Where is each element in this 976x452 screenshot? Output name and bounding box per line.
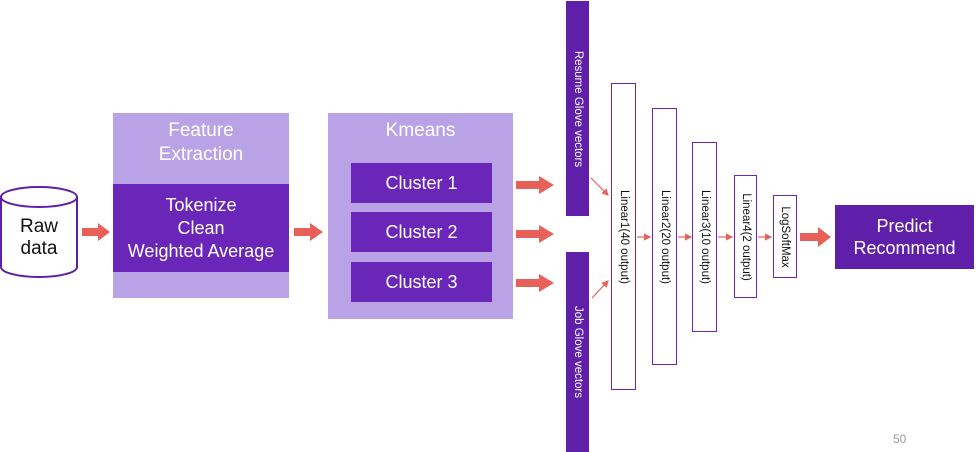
arrow-to-predict xyxy=(800,227,831,247)
raw-data-label: Raw data xyxy=(0,216,78,260)
feature-extraction-title: Feature Extraction xyxy=(113,119,289,167)
layer-logsoftmax-label: LogSoftMax xyxy=(779,205,791,268)
layer-linear3: Linear3(10 output) xyxy=(692,142,717,332)
predict-label: Predict xyxy=(876,216,933,236)
arrow-job-to-linear1 xyxy=(591,280,609,299)
feature-steps-box: Tokenize Clean Weighted Average xyxy=(113,184,289,272)
step-clean: Clean xyxy=(177,217,225,238)
raw-data-line1: Raw xyxy=(19,216,58,237)
feature-extraction-title-line1: Feature xyxy=(168,120,234,141)
layer-linear4: Linear4(2 output) xyxy=(734,175,757,298)
feature-extraction-box: Feature Extraction Tokenize Clean Weight… xyxy=(113,113,289,298)
cluster-2: Cluster 2 xyxy=(351,212,492,252)
arrow-feature-to-kmeans xyxy=(294,223,323,241)
layer-linear2-label: Linear2(20 output) xyxy=(658,189,671,284)
resume-glove-vectors-bar: Resume Glove vectors xyxy=(566,1,589,216)
page-number: 50 xyxy=(893,432,907,446)
step-weighted-average: Weighted Average xyxy=(127,240,275,261)
kmeans-box: Kmeans Cluster 1 Cluster 2 Cluster 3 xyxy=(328,113,513,319)
kmeans-title: Kmeans xyxy=(385,120,456,141)
arrow-cluster1 xyxy=(516,176,554,194)
predict-recommend-box: Predict Recommend xyxy=(835,205,974,269)
resume-glove-vectors-label: Resume Glove vectors xyxy=(571,50,584,167)
raw-data-cylinder: Raw data xyxy=(0,186,78,278)
arrow-raw-to-feature xyxy=(82,223,110,241)
arrow-cluster3 xyxy=(516,274,554,292)
layer-linear1: Linear1(40 output) xyxy=(611,83,636,390)
step-tokenize: Tokenize xyxy=(165,194,237,215)
cluster-3: Cluster 3 xyxy=(351,262,492,302)
cluster-1: Cluster 1 xyxy=(351,163,492,203)
database-icon xyxy=(0,186,78,278)
job-glove-vectors-bar: Job Glove vectors xyxy=(566,252,589,452)
job-glove-vectors-label: Job Glove vectors xyxy=(571,305,584,399)
layer-linear4-label: Linear4(2 output) xyxy=(739,192,752,281)
raw-data-line2: data xyxy=(20,238,58,259)
feature-extraction-title-line2: Extraction xyxy=(158,144,244,165)
arrow-cluster2 xyxy=(516,225,554,243)
arrow-resume-to-linear1 xyxy=(590,177,609,196)
recommend-label: Recommend xyxy=(853,238,956,258)
layer-linear1-label: Linear1(40 output) xyxy=(617,189,630,284)
layer-logsoftmax: LogSoftMax xyxy=(773,195,797,278)
layer-linear2: Linear2(20 output) xyxy=(652,108,677,365)
layer-linear3-label: Linear3(10 output) xyxy=(698,190,711,284)
